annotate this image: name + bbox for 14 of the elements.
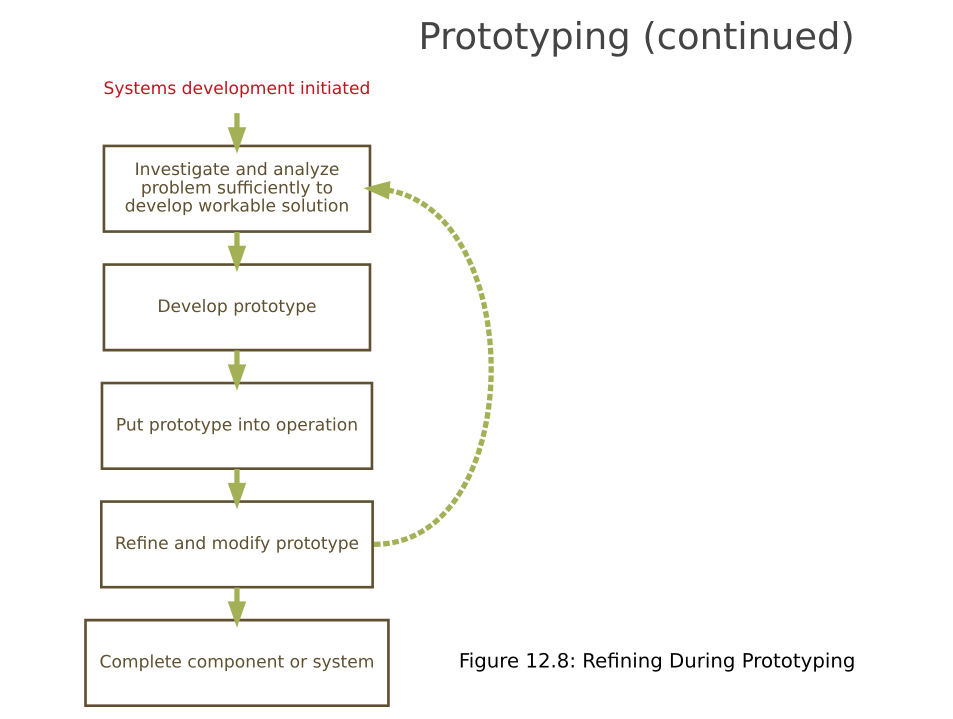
arrow xyxy=(227,468,246,509)
node-box: Complete component or system xyxy=(84,618,390,707)
node-box: Refine and modify prototype xyxy=(99,500,374,588)
node-box: Put prototype into operation xyxy=(100,381,373,470)
caption: Figure 12.8: Refining During Prototyping xyxy=(458,649,855,672)
node-text: Systems development initiated xyxy=(103,78,370,98)
diagram-title: Prototyping (continued) xyxy=(418,14,854,58)
arrow xyxy=(227,350,246,390)
node-box: Develop prototype xyxy=(102,262,371,351)
arrow xyxy=(227,112,246,154)
arrow xyxy=(227,587,246,628)
arrow xyxy=(227,231,246,272)
arrow xyxy=(362,180,494,546)
node-box: Investigate and analyze problem sufficiently to develop workable solution xyxy=(102,144,371,232)
